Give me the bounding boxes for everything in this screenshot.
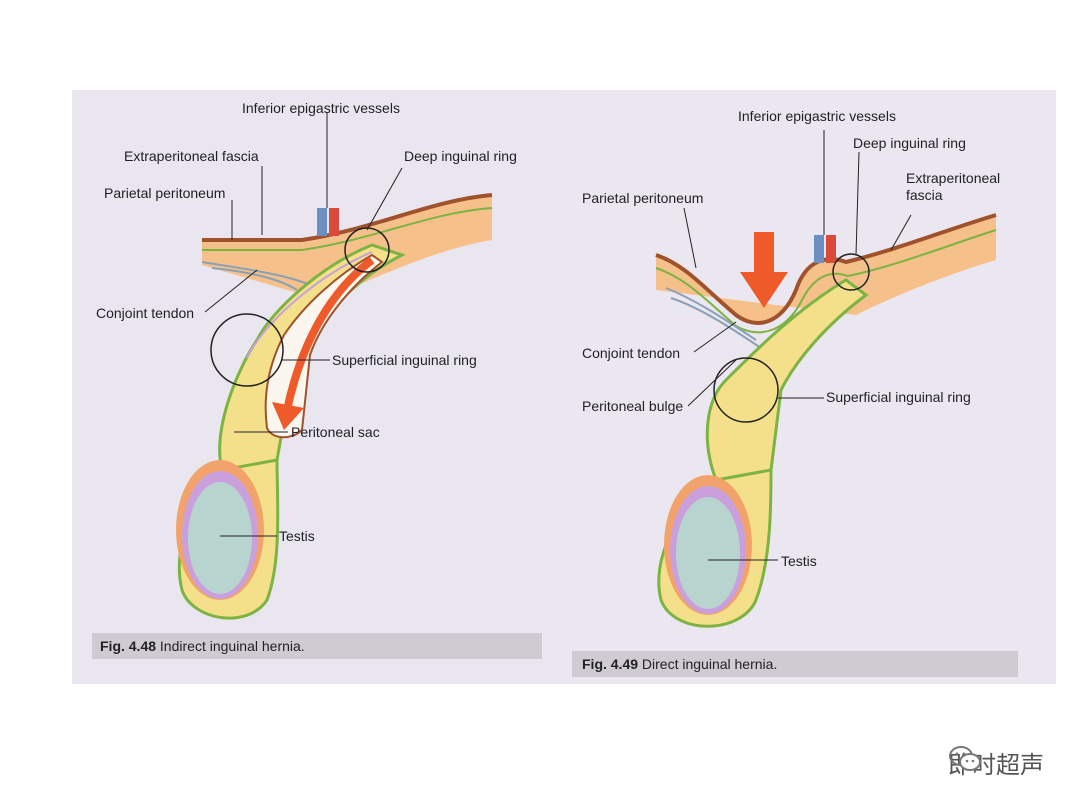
label-inferior-epigastric-vessels: Inferior epigastric vessels: [242, 100, 400, 116]
label-deep-inguinal-ring: Deep inguinal ring: [853, 135, 966, 151]
figure-4-49-panel: Inferior epigastric vessels Deep inguina…: [556, 90, 1056, 684]
indirect-hernia-illustration: [72, 90, 556, 684]
caption-number: Fig. 4.49: [582, 656, 638, 672]
label-inferior-epigastric-vessels: Inferior epigastric vessels: [738, 108, 896, 124]
label-extraperitoneal-fascia: Extraperitoneal fascia: [124, 148, 259, 164]
label-testis: Testis: [279, 528, 315, 544]
label-superficial-inguinal-ring: Superficial inguinal ring: [332, 352, 477, 368]
caption-text: Indirect inguinal hernia.: [160, 638, 305, 654]
testis-shape: [676, 497, 740, 609]
label-testis: Testis: [781, 553, 817, 569]
watermark: 即时超声: [948, 745, 1044, 780]
label-parietal-peritoneum: Parietal peritoneum: [582, 190, 703, 206]
figure-caption: Fig. 4.48 Indirect inguinal hernia.: [100, 637, 305, 655]
label-extraperitoneal-fascia-line2: fascia: [906, 187, 943, 203]
figure-4-48-panel: Inferior epigastric vessels Extraperiton…: [72, 90, 556, 684]
caption-text: Direct inguinal hernia.: [642, 656, 777, 672]
label-parietal-peritoneum: Parietal peritoneum: [104, 185, 225, 201]
label-peritoneal-bulge: Peritoneal bulge: [582, 398, 683, 414]
testis-shape: [188, 482, 252, 594]
figure-caption: Fig. 4.49 Direct inguinal hernia.: [582, 655, 777, 673]
caption-number: Fig. 4.48: [100, 638, 156, 654]
label-deep-inguinal-ring: Deep inguinal ring: [404, 148, 517, 164]
wechat-icon: [948, 745, 982, 773]
label-peritoneal-sac: Peritoneal sac: [291, 424, 380, 440]
label-conjoint-tendon: Conjoint tendon: [582, 345, 680, 361]
hernia-arrow: [754, 232, 774, 274]
label-superficial-inguinal-ring: Superficial inguinal ring: [826, 389, 971, 405]
label-extraperitoneal-fascia-line1: Extraperitoneal: [906, 170, 1000, 186]
label-conjoint-tendon: Conjoint tendon: [96, 305, 194, 321]
